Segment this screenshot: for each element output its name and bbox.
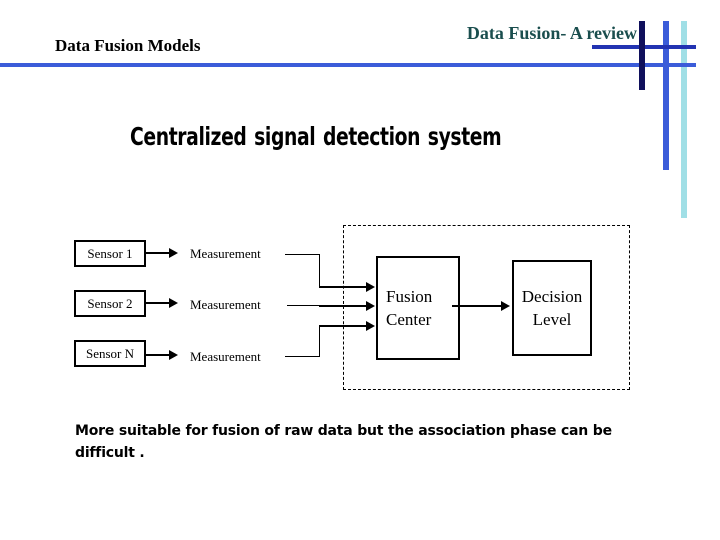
connector-2-arrowhead-icon — [366, 301, 375, 311]
sensor-n-arrow-line — [146, 354, 170, 356]
sensor-1-arrow-line — [146, 252, 170, 254]
measurement-1-label: Measurement — [190, 246, 261, 261]
sensor-2-label: Sensor 2 — [87, 295, 133, 311]
fusion-center-label-line2: Center — [386, 310, 432, 329]
sensor-n-label: Sensor N — [85, 345, 135, 361]
connector-1-horizontal-line — [285, 254, 320, 255]
connector-3-arrow-line — [319, 325, 367, 327]
sensor-1-arrowhead-icon — [169, 248, 178, 258]
connector-3-vertical-line — [319, 326, 320, 357]
sensor-1-box: Sensor 1 — [74, 240, 146, 267]
measurement-n-label: Measurement — [190, 349, 261, 364]
connector-2-arrow-line — [319, 305, 367, 307]
measurement-2-label: Measurement — [190, 297, 261, 312]
corner-accent-blue-vertical-line — [663, 21, 669, 170]
fusion-center-label-line1: Fusion — [386, 287, 433, 306]
header-right-title: Data Fusion- A review — [466, 23, 637, 43]
corner-accent-navy-vertical-line — [639, 21, 645, 90]
sensor-2-box: Sensor 2 — [74, 290, 146, 317]
connector-3-horizontal-line — [285, 356, 320, 357]
connector-1-arrow-line — [319, 286, 367, 288]
corner-accent-cyan-vertical-line — [681, 21, 687, 218]
connector-2-horizontal-line — [287, 305, 320, 306]
sensor-n-arrowhead-icon — [169, 350, 178, 360]
connector-3-arrowhead-icon — [366, 321, 375, 331]
decision-level-box: Decision Level — [512, 260, 592, 356]
decision-level-label-line2: Level — [532, 310, 572, 329]
fusion-to-decision-arrow-line — [452, 305, 502, 307]
header-rule — [0, 63, 696, 67]
sensor-n-box: Sensor N — [74, 340, 146, 367]
slide-title: Centralized signal detection system — [130, 122, 502, 151]
fusion-center-box: Fusion Center — [376, 256, 460, 360]
sensor-2-arrowhead-icon — [169, 298, 178, 308]
connector-1-arrowhead-icon — [366, 282, 375, 292]
fusion-region-dashed-box — [343, 225, 630, 390]
footer-note: More suitable for fusion of raw data but… — [75, 420, 685, 464]
sensor-1-label: Sensor 1 — [87, 245, 133, 261]
header-left-title: Data Fusion Models — [55, 36, 201, 55]
decision-level-label-line1: Decision — [521, 287, 583, 306]
connector-1-vertical-line — [319, 254, 320, 287]
footer-note-line1: More suitable for fusion of raw data but… — [75, 423, 612, 439]
fusion-to-decision-arrowhead-icon — [501, 301, 510, 311]
footer-note-line2: difficult . — [75, 445, 145, 461]
sensor-2-arrow-line — [146, 302, 170, 304]
